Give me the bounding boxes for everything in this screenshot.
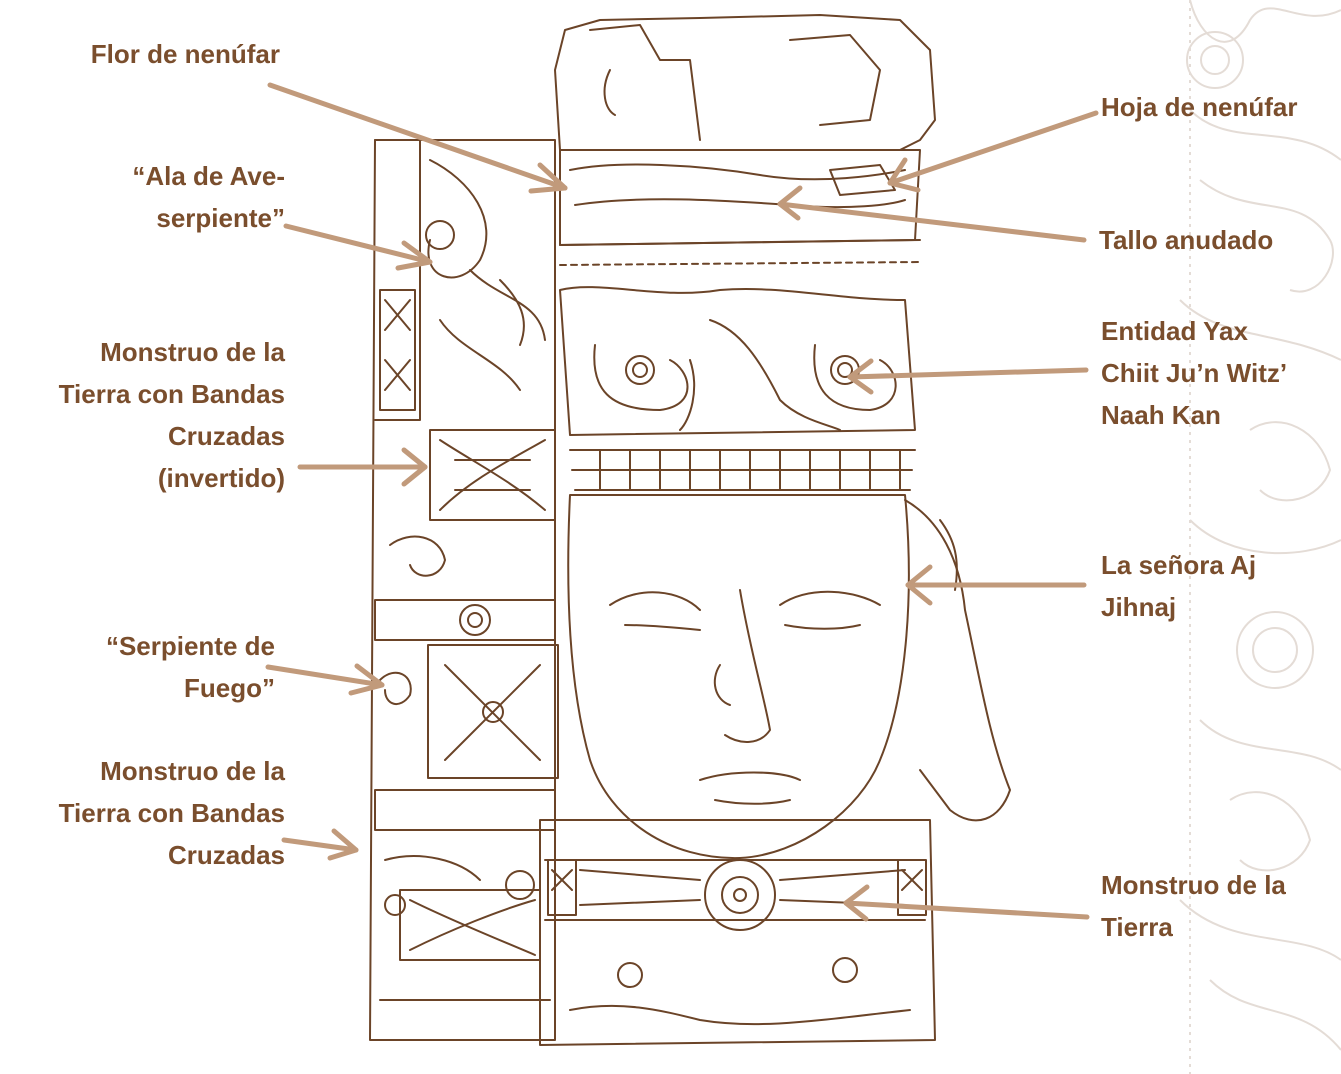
callout-arrows [265,82,1099,922]
label-line: Entidad Yax [1101,316,1248,346]
label-entidad-yax: Entidad Yax Chiit Ju’n Witz’ Naah Kan [1101,310,1341,436]
label-line: Jihnaj [1101,592,1177,622]
label-serpiente-fuego: “Serpiente de Fuego” [20,625,275,709]
label-line: Tierra con Bandas [58,798,285,828]
label-line: Monstruo de la [100,337,285,367]
label-line: Flor de nenúfar [90,39,280,69]
arrow-monstruo-tierra [843,884,1090,922]
arrow-serpiente-fuego [265,663,385,696]
arrow-flor-nenufar [267,82,568,194]
label-hoja-nenufar: Hoja de nenúfar [1101,86,1341,128]
arrow-tallo-anudado [777,185,1087,243]
label-monstruo-tierra-bandas: Monstruo de la Tierra con Bandas Cruzada… [0,750,285,876]
label-monstruo-tierra: Monstruo de la Tierra [1101,864,1341,948]
arrow-monstruo-tierra-bandas-invertido [297,447,428,487]
label-monstruo-tierra-bandas-invertido: Monstruo de la Tierra con Bandas Cruzada… [0,331,285,499]
label-line: Naah Kan [1101,400,1221,430]
label-line: Fuego” [184,673,275,703]
label-line: La señora Aj [1101,550,1257,580]
label-line: “Ala de Ave- [132,161,285,191]
arrow-ala-ave-serpiente [283,223,433,271]
label-line: Cruzadas [167,421,285,451]
label-line: Tierra con Bandas [58,379,285,409]
label-line: Cruzadas [167,840,285,870]
label-senora-aj-jihnaj: La señora Aj Jihnaj [1101,544,1341,628]
arrow-hoja-nenufar [887,110,1099,193]
label-line: Tierra [1101,912,1173,942]
label-line: Chiit Ju’n Witz’ [1101,358,1288,388]
background-glyph-pattern [1179,0,1341,1074]
arrow-senora-aj-jihnaj [905,564,1087,606]
label-line: serpiente” [156,203,285,233]
arrow-entidad-yax [847,358,1089,395]
label-line: Monstruo de la [100,756,285,786]
label-line: (invertido) [157,463,285,493]
sculpture-drawing [369,14,1011,1046]
label-flor-nenufar: Flor de nenúfar [30,33,280,75]
label-line: Tallo anudado [1099,225,1274,255]
label-line: Monstruo de la [1101,870,1286,900]
label-ala-ave-serpiente: “Ala de Ave- serpiente” [60,155,285,239]
label-tallo-anudado: Tallo anudado [1099,219,1339,261]
arrow-monstruo-tierra-bandas [281,828,359,861]
label-line: Hoja de nenúfar [1101,92,1298,122]
label-line: “Serpiente de [105,631,275,661]
